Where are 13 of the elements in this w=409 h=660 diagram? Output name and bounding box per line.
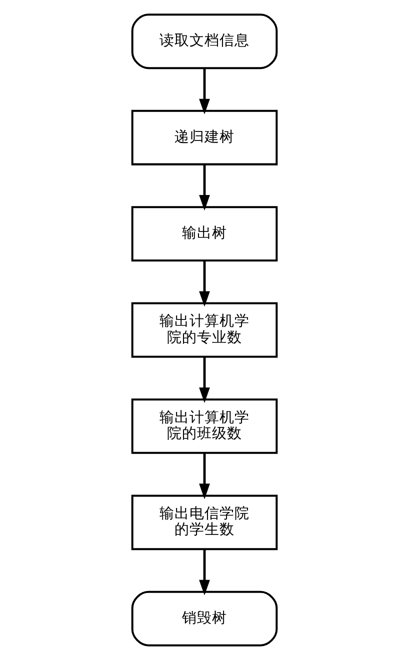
node-box: 读取文档信息 [131,14,278,70]
node-box: 输出树 [131,206,278,262]
node-box: 输出计算机学院的专业数 [131,302,278,358]
arrow [199,68,210,114]
node-box: 销毁树 [131,590,278,646]
node-box: 递归建树 [131,110,278,166]
arrow [199,164,210,211]
arrow [199,356,210,403]
node-box: 输出电信学院的学生数 [131,494,278,550]
node-box: 输出计算机学院的班级数 [131,398,278,454]
arrow [199,549,210,596]
arrow [199,453,210,500]
arrow [199,260,210,307]
